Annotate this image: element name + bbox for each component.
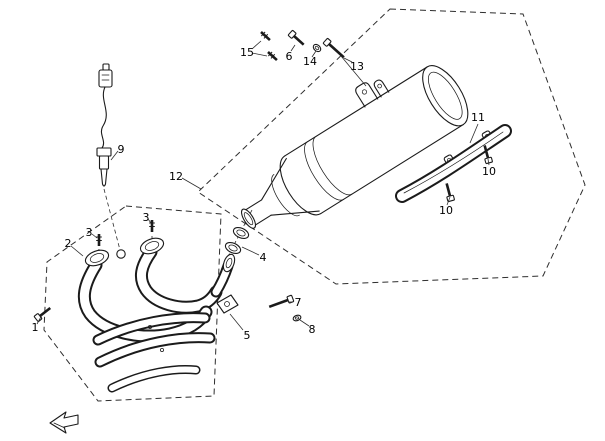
part-label: 2 <box>65 237 72 250</box>
sensor-hex-nut <box>96 147 112 157</box>
muffler-mount-bracket <box>355 79 390 108</box>
part-label: 7 <box>295 296 302 309</box>
sensor-wire <box>100 86 107 149</box>
sensor-connector <box>98 69 113 88</box>
part-label: 11 <box>471 111 485 124</box>
part-label: 6 <box>286 50 293 63</box>
sensor-tip <box>100 168 108 187</box>
collar-nut <box>312 43 322 53</box>
part-label: 3 <box>143 211 150 224</box>
part-label: 3 <box>86 226 93 239</box>
part-label: 5 <box>244 329 251 342</box>
muffler <box>240 65 469 229</box>
part-label: 15 <box>240 46 254 59</box>
part-label: 4 <box>260 251 267 264</box>
oxygen-sensor <box>96 63 113 187</box>
stud-bolt <box>264 48 281 64</box>
washer <box>292 314 302 322</box>
callout-labels: 15 6 14 13 9 12 11 10 10 3 3 2 4 7 8 5 1 <box>32 46 497 342</box>
muffler-group-outline <box>197 8 586 285</box>
sensor-boss <box>116 249 126 259</box>
sensor-body <box>98 155 110 170</box>
front-direction-arrow-icon <box>49 411 79 434</box>
part-label: 10 <box>482 165 496 178</box>
part-label: 13 <box>350 60 364 73</box>
clamp-bracket <box>216 294 239 314</box>
part-label: 1 <box>32 321 39 334</box>
exhaust-gasket-rings <box>224 226 250 255</box>
pipe-heat-shield-strips <box>92 312 216 393</box>
callout-leader-lines <box>36 40 490 331</box>
pipe-flange <box>84 249 110 267</box>
shield-bolt <box>32 304 54 324</box>
clamp-bolt <box>266 293 296 312</box>
outlet-flange <box>222 253 236 273</box>
part-label: 9 <box>118 143 125 156</box>
stud-bolt <box>257 28 274 44</box>
fasteners <box>32 28 494 324</box>
part-label: 12 <box>169 170 183 183</box>
exhaust-header-pipes <box>77 237 236 393</box>
pipe-flange <box>139 237 165 255</box>
header-pipe-group-outline <box>43 205 222 402</box>
flange-bolt <box>286 28 308 49</box>
flange-stud <box>94 232 104 248</box>
part-label: 14 <box>303 55 317 68</box>
muffler-mount-bolt <box>321 36 348 62</box>
part-label: 10 <box>439 204 453 217</box>
connector-tab <box>102 63 110 71</box>
part-label: 8 <box>309 323 316 336</box>
group-boundary-outlines <box>43 8 586 402</box>
muffler-heat-shield <box>395 124 512 203</box>
